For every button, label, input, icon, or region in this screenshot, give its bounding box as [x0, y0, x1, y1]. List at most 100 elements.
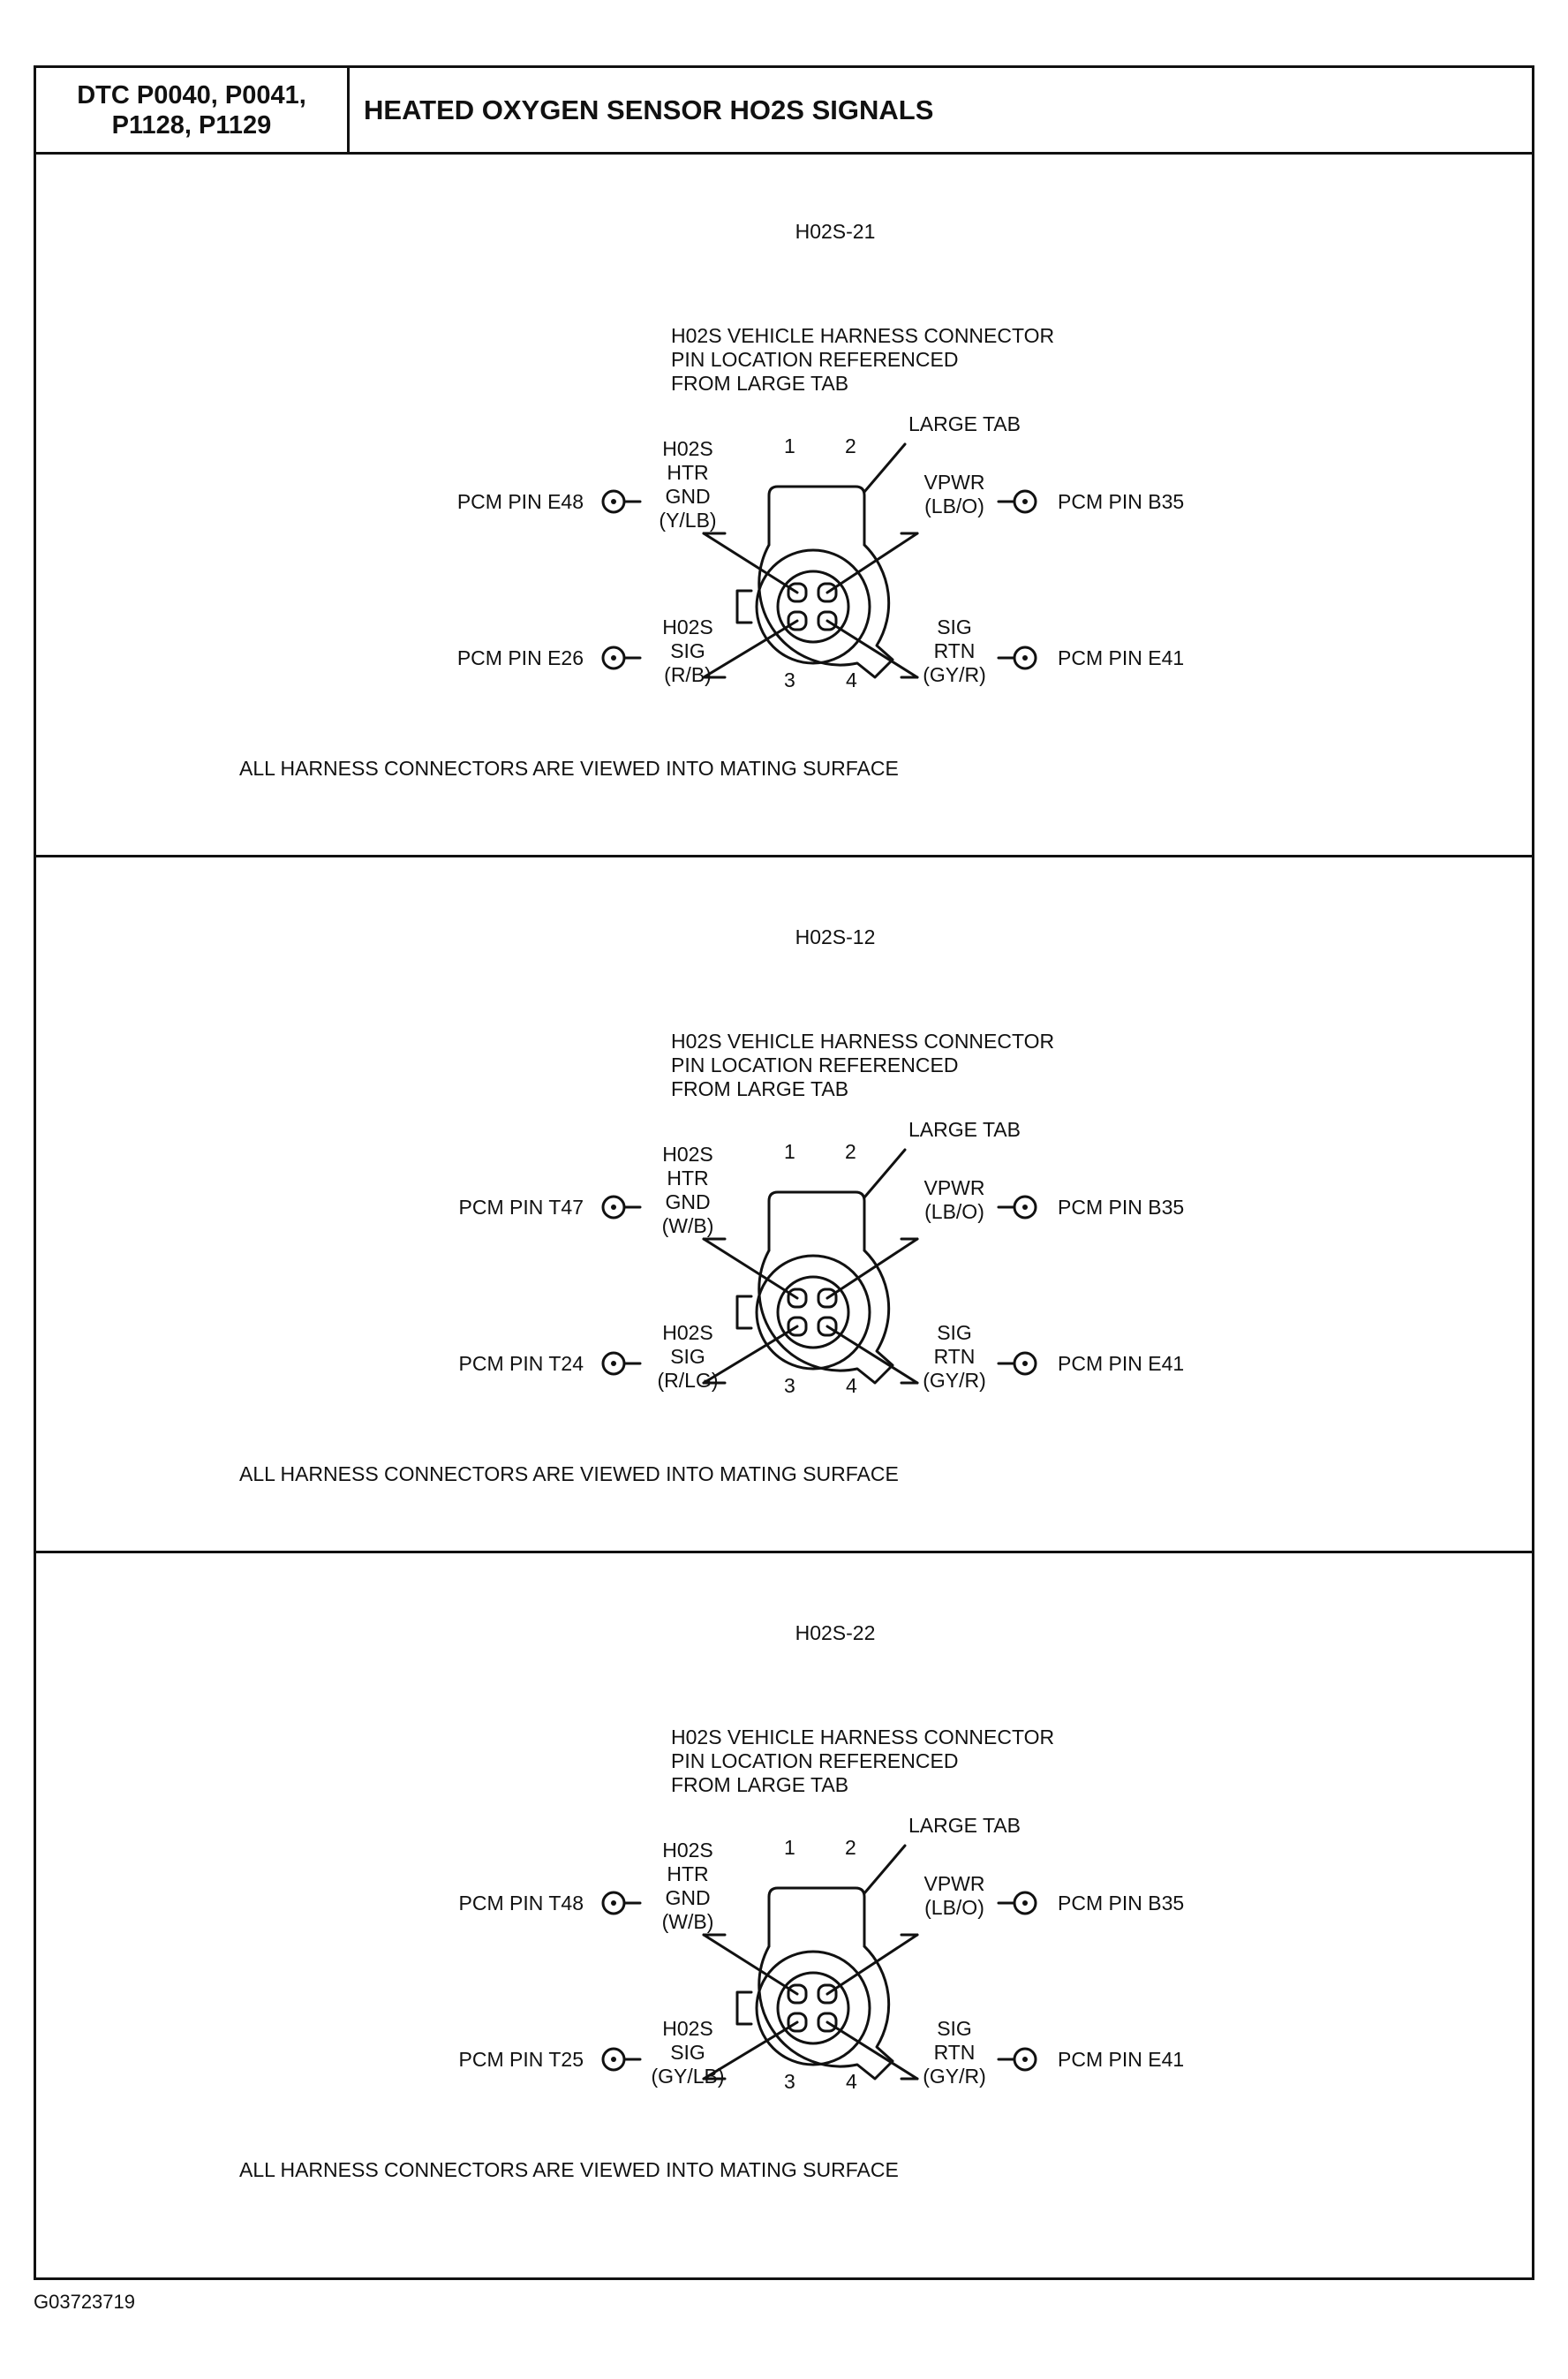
- circuit-sig-rtn: SIG RTN (GY/R): [923, 616, 986, 686]
- pin-cavity-4: [817, 1316, 838, 1337]
- terminal-vpwr-dot: [1022, 1205, 1028, 1210]
- pin-number-4: 4: [846, 2070, 857, 2093]
- large-tab-label: LARGE TAB: [908, 1814, 1021, 1837]
- pcm-pin-sig: PCM PIN T24: [458, 1352, 584, 1375]
- pin-cavity-2: [817, 582, 838, 603]
- terminal-htr-gnd-dot: [611, 499, 616, 504]
- leader-sig: [702, 2020, 799, 2081]
- pin-cavity-4: [817, 610, 838, 631]
- pin-cavity-3: [787, 610, 808, 631]
- terminal-sig-dot: [611, 1361, 616, 1366]
- figure-id: G03723719: [34, 2291, 135, 2313]
- terminal-sig-rtn-dot: [1022, 655, 1028, 661]
- leader-vpwr: [825, 1237, 919, 1300]
- pin-number-1: 1: [784, 1836, 795, 1859]
- pcm-pin-sig: PCM PIN E26: [456, 646, 584, 669]
- leader-sig: [702, 1325, 799, 1385]
- circuit-htr-gnd: H02S HTR GND (Y/LB): [659, 437, 717, 532]
- connector-caption: H02S VEHICLE HARNESS CONNECTOR PIN LOCAT…: [671, 1726, 1055, 1796]
- footnote: ALL HARNESS CONNECTORS ARE VIEWED INTO M…: [239, 1462, 899, 1485]
- leader-sig-rtn: [825, 1325, 919, 1385]
- leader-vpwr: [825, 532, 919, 594]
- connector-lug: [735, 1990, 753, 2026]
- pin-number-2: 2: [845, 1140, 856, 1163]
- circuit-sig-rtn: SIG RTN (GY/R): [923, 2017, 986, 2088]
- connector-lug: [735, 589, 753, 624]
- leader-sig: [702, 619, 799, 679]
- circuit-vpwr: VPWR (LB/O): [923, 471, 985, 517]
- pcm-pin-htr-gnd: PCM PIN E48: [456, 490, 584, 513]
- footnote: ALL HARNESS CONNECTORS ARE VIEWED INTO M…: [239, 2158, 899, 2181]
- pin-number-3: 3: [784, 1374, 795, 1397]
- leader-large-tab: [863, 442, 907, 494]
- connector-insert: [776, 1275, 850, 1349]
- pin-cavity-3: [787, 1316, 808, 1337]
- pcm-pin-vpwr: PCM PIN B35: [1058, 1196, 1185, 1219]
- terminal-vpwr-dot: [1022, 499, 1028, 504]
- large-tab-label: LARGE TAB: [908, 1118, 1021, 1141]
- pin-number-1: 1: [784, 434, 795, 457]
- terminal-sig-rtn-dot: [1022, 1361, 1028, 1366]
- pin-cavity-2: [817, 1983, 838, 2005]
- connector-face: [755, 1950, 871, 2066]
- leader-htr-gnd: [702, 1933, 799, 1996]
- pin-number-2: 2: [845, 1836, 856, 1859]
- pin-cavity-3: [787, 2012, 808, 2033]
- pcm-pin-htr-gnd: PCM PIN T48: [458, 1892, 584, 1915]
- circuit-sig: H02S SIG (R/LG): [657, 1321, 719, 1392]
- pcm-pin-sig: PCM PIN T25: [458, 2048, 584, 2071]
- sensor-name: H02S-21: [795, 220, 876, 243]
- pin-cavity-4: [817, 2012, 838, 2033]
- pin-number-3: 3: [784, 668, 795, 691]
- terminal-htr-gnd-dot: [611, 1205, 616, 1210]
- connector-drawing: [601, 442, 1037, 679]
- circuit-vpwr: VPWR (LB/O): [923, 1176, 985, 1223]
- leader-htr-gnd: [702, 532, 799, 594]
- terminal-vpwr-dot: [1022, 1900, 1028, 1906]
- connector-lug: [735, 1295, 753, 1330]
- leader-large-tab: [863, 1844, 907, 1895]
- connector-tab-outline: [767, 1190, 866, 1252]
- connector-tab-outline: [767, 1886, 866, 1948]
- connector-body-outline: [758, 1945, 894, 2081]
- pcm-pin-sig-rtn: PCM PIN E41: [1058, 646, 1185, 669]
- pin-cavity-1: [787, 1983, 808, 2005]
- terminal-sig-dot: [611, 2057, 616, 2062]
- pin-cavity-1: [787, 1288, 808, 1309]
- terminal-sig-rtn-dot: [1022, 2057, 1028, 2062]
- connector-face: [755, 548, 871, 665]
- pcm-pin-htr-gnd: PCM PIN T47: [458, 1196, 584, 1219]
- pcm-pin-sig-rtn: PCM PIN E41: [1058, 1352, 1185, 1375]
- circuit-sig: H02S SIG (GY/LB): [651, 2017, 725, 2088]
- leader-sig-rtn: [825, 2020, 919, 2081]
- dtc-codes: DTC P0040, P0041, P1128, P1129: [36, 68, 350, 152]
- footnote: ALL HARNESS CONNECTORS ARE VIEWED INTO M…: [239, 757, 899, 780]
- circuit-sig: H02S SIG (R/B): [662, 616, 713, 686]
- diagram-frame: DTC P0040, P0041, P1128, P1129 HEATED OX…: [34, 65, 1534, 2280]
- pin-cavity-2: [817, 1288, 838, 1309]
- connector-body-outline: [758, 1249, 894, 1385]
- connector-caption: H02S VEHICLE HARNESS CONNECTOR PIN LOCAT…: [671, 324, 1055, 395]
- pin-number-2: 2: [845, 434, 856, 457]
- sensor-name: H02S-12: [795, 925, 876, 948]
- leader-large-tab: [863, 1148, 907, 1199]
- connector-drawing: [601, 1844, 1037, 2081]
- header-bar: DTC P0040, P0041, P1128, P1129 HEATED OX…: [36, 68, 1532, 155]
- pcm-pin-sig-rtn: PCM PIN E41: [1058, 2048, 1185, 2071]
- connector-body-outline: [758, 543, 894, 679]
- page-title: HEATED OXYGEN SENSOR HO2S SIGNALS: [364, 94, 934, 125]
- large-tab-label: LARGE TAB: [908, 412, 1021, 435]
- connector-caption: H02S VEHICLE HARNESS CONNECTOR PIN LOCAT…: [671, 1030, 1055, 1100]
- terminal-sig-dot: [611, 655, 616, 661]
- circuit-sig-rtn: SIG RTN (GY/R): [923, 1321, 986, 1392]
- circuit-htr-gnd: H02S HTR GND (W/B): [661, 1839, 714, 1933]
- connector-insert: [776, 570, 850, 644]
- pin-number-1: 1: [784, 1140, 795, 1163]
- circuit-vpwr: VPWR (LB/O): [923, 1872, 985, 1919]
- pcm-pin-vpwr: PCM PIN B35: [1058, 1892, 1185, 1915]
- connector-face: [755, 1254, 871, 1371]
- connector-drawing: [601, 1148, 1037, 1385]
